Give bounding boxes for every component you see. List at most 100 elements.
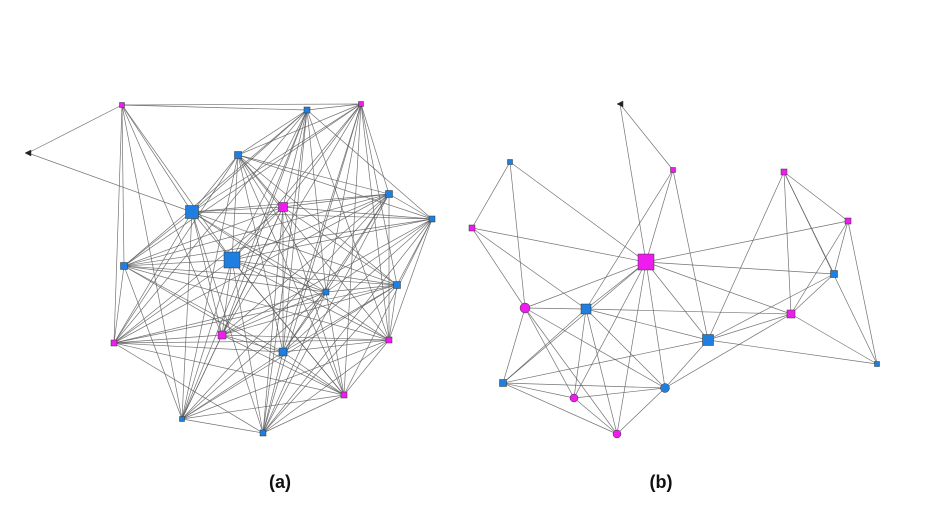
panel-b-edge xyxy=(524,307,666,389)
panel-a-edge xyxy=(181,259,233,420)
panel-a-edge xyxy=(237,154,390,341)
panel-a-edge xyxy=(113,265,125,344)
panel-b-edge xyxy=(509,161,526,309)
panel-a-edge xyxy=(113,109,308,344)
panel-b-edge xyxy=(645,169,674,263)
panel-a-edge xyxy=(221,193,390,336)
panel-a-edge xyxy=(262,339,390,434)
panel-a-node xyxy=(223,251,241,269)
panel-a-edge xyxy=(343,103,362,396)
panel-b-edge xyxy=(573,261,647,399)
panel-b-edge xyxy=(619,103,647,263)
panel-a-edge xyxy=(123,211,193,267)
panel-b-edge xyxy=(619,103,674,171)
panel-a-edge xyxy=(121,104,308,111)
panel-a-edge xyxy=(181,418,264,434)
panel-a-edge xyxy=(123,259,233,267)
panel-a-edge xyxy=(27,104,123,154)
panel-a-edge xyxy=(113,342,345,396)
panel-b-edge xyxy=(471,227,647,263)
panel-a-edge xyxy=(181,193,390,420)
panel-b-edge xyxy=(783,171,878,365)
panel-b-node xyxy=(670,167,676,173)
panel-a-node xyxy=(119,102,125,108)
panel-b-edge xyxy=(790,273,835,315)
panel-a-edge xyxy=(388,218,433,341)
panel-a-node xyxy=(185,205,199,219)
panel-b-node xyxy=(499,379,507,387)
panel-a-edge xyxy=(388,193,433,220)
panel-label-b: (b) xyxy=(650,472,673,492)
panel-b-edge xyxy=(783,171,792,315)
panel-b-edge xyxy=(672,169,709,341)
panel-a-edge xyxy=(191,211,390,341)
panel-b-edge xyxy=(585,261,647,310)
panel-a-edge xyxy=(113,342,264,434)
panel-a-edge xyxy=(282,218,433,353)
panel-b-edge xyxy=(790,220,849,315)
panel-a-edge xyxy=(282,103,362,208)
panel-b-node xyxy=(786,309,796,319)
panel-a-edge xyxy=(262,351,284,434)
panel-a-edge xyxy=(282,206,345,396)
panel-a-edge xyxy=(237,154,433,220)
panel-a-edge xyxy=(221,284,398,336)
panel-b-edge xyxy=(502,307,526,384)
panel-a-edge xyxy=(123,265,398,286)
panel-b-edge xyxy=(707,313,792,341)
panel-a-edge xyxy=(123,265,327,293)
panel-b-edge xyxy=(502,261,647,384)
panel-a-edge xyxy=(262,284,398,434)
panel-a-node xyxy=(393,281,401,289)
panel-b-edge xyxy=(573,387,666,399)
panel-b-edge xyxy=(471,161,511,229)
panel-b-edge xyxy=(783,171,849,222)
panel-a-node xyxy=(278,202,288,212)
panel-b-node xyxy=(468,224,476,232)
panel-a-edge xyxy=(282,193,390,353)
panel-a-edge xyxy=(121,103,362,106)
panel-a-edge xyxy=(113,339,390,344)
panel-a-edge xyxy=(325,291,345,396)
panel-b-node xyxy=(580,303,592,315)
panel-a-edge xyxy=(237,154,327,293)
panel-a-edge xyxy=(237,154,390,195)
panel-a-edge xyxy=(221,103,362,336)
panel-b-edge xyxy=(573,397,618,435)
panel-a-edge xyxy=(282,291,327,353)
panel-b-node xyxy=(612,429,622,439)
panel-a-node xyxy=(385,336,393,344)
panel-a-edge xyxy=(113,284,398,344)
panel-a-edge xyxy=(231,259,345,396)
panel-b-node xyxy=(844,217,852,225)
panel-a-edge xyxy=(237,154,345,396)
panel-b-edge xyxy=(471,227,587,310)
panel-b-edge xyxy=(616,261,647,435)
panel-a-node xyxy=(24,149,32,157)
panel-a-edge xyxy=(231,259,390,341)
panel-b-edge xyxy=(502,339,709,384)
panel-a-edge xyxy=(306,109,327,293)
panel-a-edge xyxy=(123,265,284,353)
panel-b-edge xyxy=(585,308,618,435)
panel-b-edge xyxy=(573,308,587,399)
panel-a-edge xyxy=(360,103,390,341)
panel-a-node xyxy=(428,215,436,223)
panel-a-edge xyxy=(123,103,362,267)
panel-b-edge xyxy=(509,161,647,263)
panel-a-edge xyxy=(191,211,327,293)
panel-a-edge xyxy=(262,218,433,434)
panel-a-edge xyxy=(121,104,223,336)
panel-a-edge xyxy=(221,334,284,353)
panel-b-node xyxy=(780,168,788,176)
panel-a-edge xyxy=(191,211,264,434)
panel-a-edge xyxy=(282,109,308,208)
panel-a-edge xyxy=(282,206,433,220)
panel-a-edge xyxy=(27,152,193,213)
panel-a-edge xyxy=(191,103,362,213)
panel-b-edge xyxy=(664,313,792,389)
panel-b-node xyxy=(519,302,531,314)
panel-a-edge xyxy=(360,103,390,195)
panel-a-edge xyxy=(306,103,362,111)
panel-a-edge xyxy=(121,104,233,261)
